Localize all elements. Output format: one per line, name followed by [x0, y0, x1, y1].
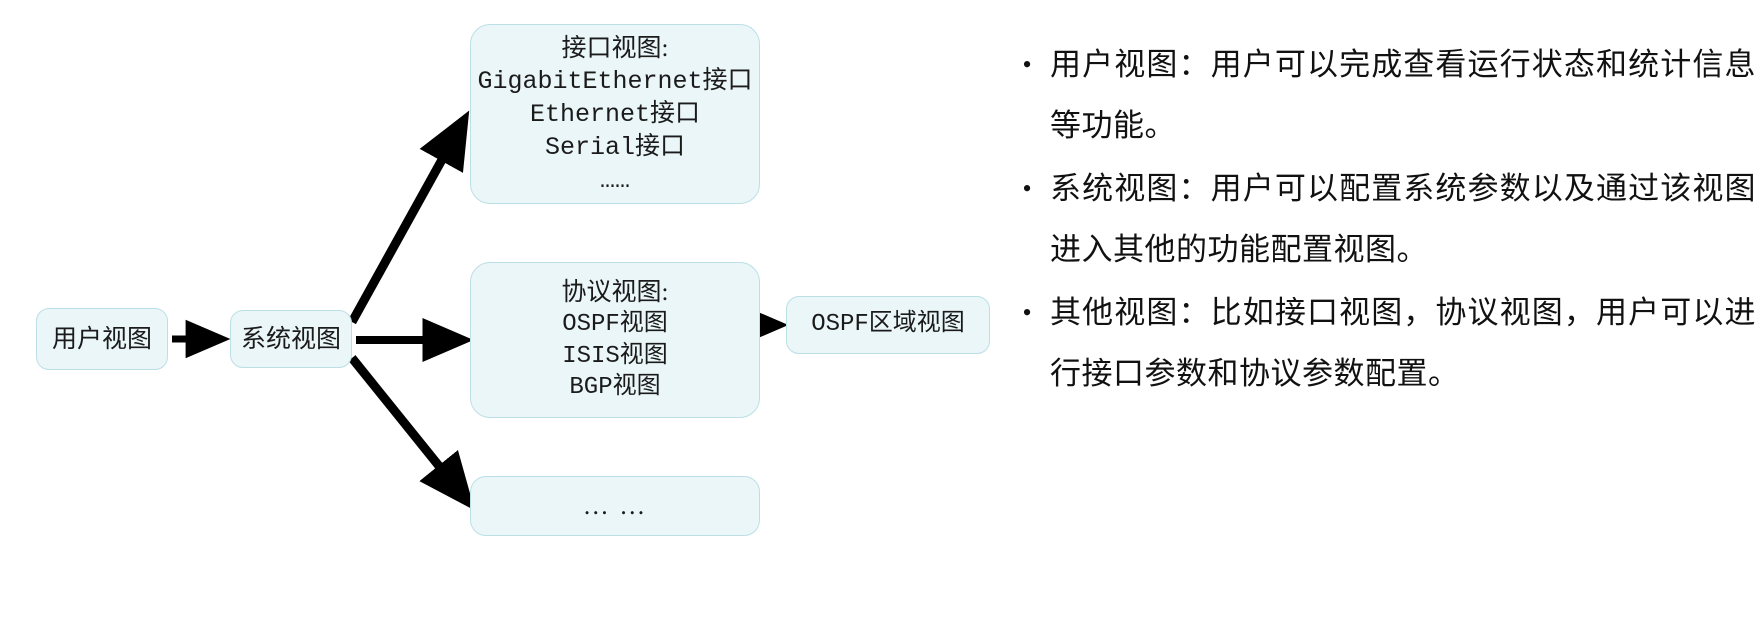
- list-item: • 用户视图：用户可以完成查看运行状态和统计信息等功能。: [1004, 34, 1756, 156]
- node-protocol-view[interactable]: 协议视图: OSPF视图 ISIS视图 BGP视图: [470, 262, 760, 418]
- node-interface-view[interactable]: 接口视图: GigabitEthernet接口 Ethernet接口 Seria…: [470, 24, 760, 204]
- node-protocol-view-item-1: ISIS视图: [562, 342, 668, 370]
- node-interface-view-item-3: ……: [599, 165, 630, 195]
- list-item-text-system-view: 系统视图：用户可以配置系统参数以及通过该视图进入其他的功能配置视图。: [1050, 171, 1756, 267]
- node-user-view-label: 用户视图: [51, 325, 152, 353]
- list-item-text-user-view: 用户视图：用户可以完成查看运行状态和统计信息等功能。: [1050, 47, 1756, 143]
- node-protocol-view-item-0: OSPF视图: [562, 310, 668, 338]
- node-user-view[interactable]: 用户视图: [36, 308, 168, 370]
- node-interface-view-item-2: Serial接口: [544, 132, 685, 162]
- node-protocol-view-title: 协议视图:: [561, 278, 669, 306]
- node-ospf-area-view[interactable]: OSPF区域视图: [786, 296, 990, 354]
- node-interface-view-item-0: GigabitEthernet接口: [477, 66, 753, 96]
- node-interface-view-item-1: Ethernet接口: [529, 99, 701, 129]
- view-hierarchy-diagram: 用户视图 系统视图 接口视图: GigabitEthernet接口 Ethern…: [36, 24, 990, 536]
- bullet-icon: •: [1022, 298, 1032, 327]
- node-more-view[interactable]: … …: [470, 476, 760, 536]
- node-interface-view-title: 接口视图:: [561, 34, 669, 62]
- node-ospf-area-view-label: OSPF区域视图: [811, 311, 965, 339]
- node-protocol-view-item-2: BGP视图: [569, 374, 661, 402]
- node-system-view[interactable]: 系统视图: [230, 310, 352, 368]
- list-item: • 其他视图：比如接口视图，协议视图，用户可以进行接口参数和协议参数配置。: [1004, 282, 1756, 404]
- list-item: • 系统视图：用户可以配置系统参数以及通过该视图进入其他的功能配置视图。: [1004, 158, 1756, 280]
- bullet-icon: •: [1022, 50, 1032, 79]
- explanation-list: • 用户视图：用户可以完成查看运行状态和统计信息等功能。 • 系统视图：用户可以…: [1004, 34, 1756, 554]
- list-item-text-other-view: 其他视图：比如接口视图，协议视图，用户可以进行接口参数和协议参数配置。: [1050, 295, 1756, 391]
- bullet-icon: •: [1022, 174, 1032, 203]
- edge-system-to-interface: [348, 110, 470, 325]
- node-system-view-label: 系统视图: [240, 325, 341, 353]
- node-more-view-label: … …: [582, 490, 648, 520]
- edge-system-to-more: [348, 355, 475, 511]
